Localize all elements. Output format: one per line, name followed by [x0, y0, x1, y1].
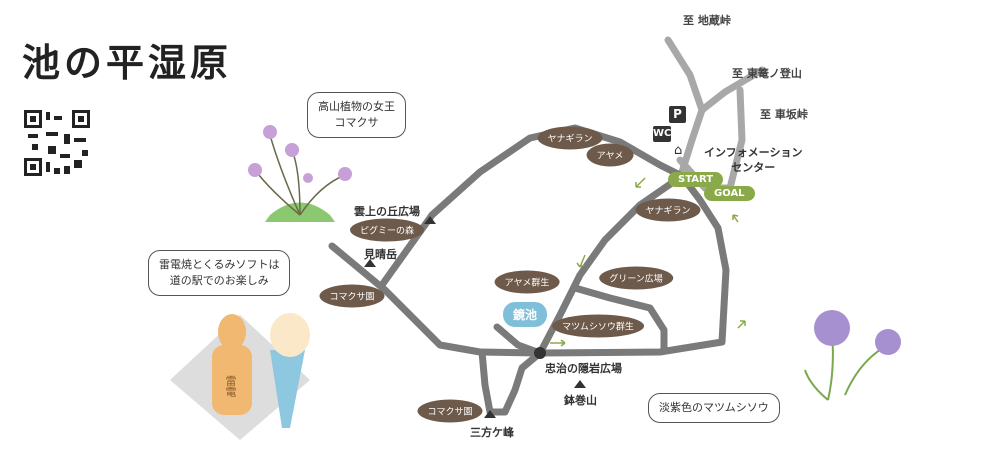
toilet-icon: WC — [653, 126, 671, 142]
trail-branch — [571, 284, 668, 354]
trail-mikata — [478, 348, 544, 416]
trail-east — [536, 172, 730, 357]
place-mikata: 三方ケ峰 — [470, 426, 514, 439]
dest-higashi: 至 東篭ノ登山 — [732, 67, 802, 80]
dest-jizo: 至 地蔵峠 — [683, 14, 731, 27]
trail-spur — [493, 323, 544, 357]
spot-ayame-gunsei: アヤメ群生 — [494, 270, 560, 294]
matsumushiso-flower-illustration — [804, 310, 901, 401]
place-miharashi: 見晴岳 — [364, 248, 397, 261]
road-to-higashi — [698, 66, 766, 114]
food-illustration — [170, 313, 310, 440]
goal-badge: GOAL — [704, 186, 755, 201]
place-unjo: 雲上の丘広場 — [354, 205, 420, 218]
place-chuji: 忠治の隠岩広場 — [545, 362, 622, 375]
spot-yanagiran-2: ヤナギラン — [635, 198, 701, 222]
mountain-icon — [364, 259, 376, 267]
map-title: 池の平湿原 — [22, 40, 233, 85]
spot-komakusa-1: コマクサ園 — [319, 284, 385, 308]
info-center-label: インフォメーション センター — [704, 146, 803, 174]
qr-code-icon — [24, 110, 90, 176]
spot-green-hiroba: グリーン広場 — [599, 266, 673, 290]
spot-yanagiran-1: ヤナギラン — [537, 126, 603, 150]
bubble-komakusa: 高山植物の女王 コマクサ — [307, 92, 406, 138]
spot-ayame: アヤメ — [586, 143, 634, 167]
junction-marker — [534, 347, 546, 359]
start-badge: START — [668, 172, 724, 187]
komakusa-flower-illustration — [248, 125, 352, 222]
parking-icon: P — [669, 106, 686, 123]
mountain-icon — [574, 380, 586, 388]
spot-komakusa-2: コマクサ園 — [417, 399, 483, 423]
figure-inscription: 雷電 — [224, 375, 237, 397]
place-hachimaki: 鉢巻山 — [564, 394, 597, 407]
info-house-icon: ⌂ — [674, 143, 683, 158]
direction-arrows — [550, 177, 746, 347]
dest-kurumazaka: 至 車坂峠 — [760, 108, 808, 121]
mountain-icon — [484, 410, 496, 418]
spot-matsumushi: マツムシソウ群生 — [552, 314, 644, 338]
bubble-food: 雷電焼とくるみソフトは 道の駅でのお楽しみ — [148, 250, 291, 296]
spot-pygmy-forest: ピグミーの森 — [349, 218, 425, 242]
bubble-matsumushi: 淡紫色のマツムシソウ — [648, 393, 780, 423]
mountain-icon — [424, 216, 436, 224]
trail-west — [328, 242, 544, 357]
kagami-pond: 鏡池 — [503, 302, 548, 327]
